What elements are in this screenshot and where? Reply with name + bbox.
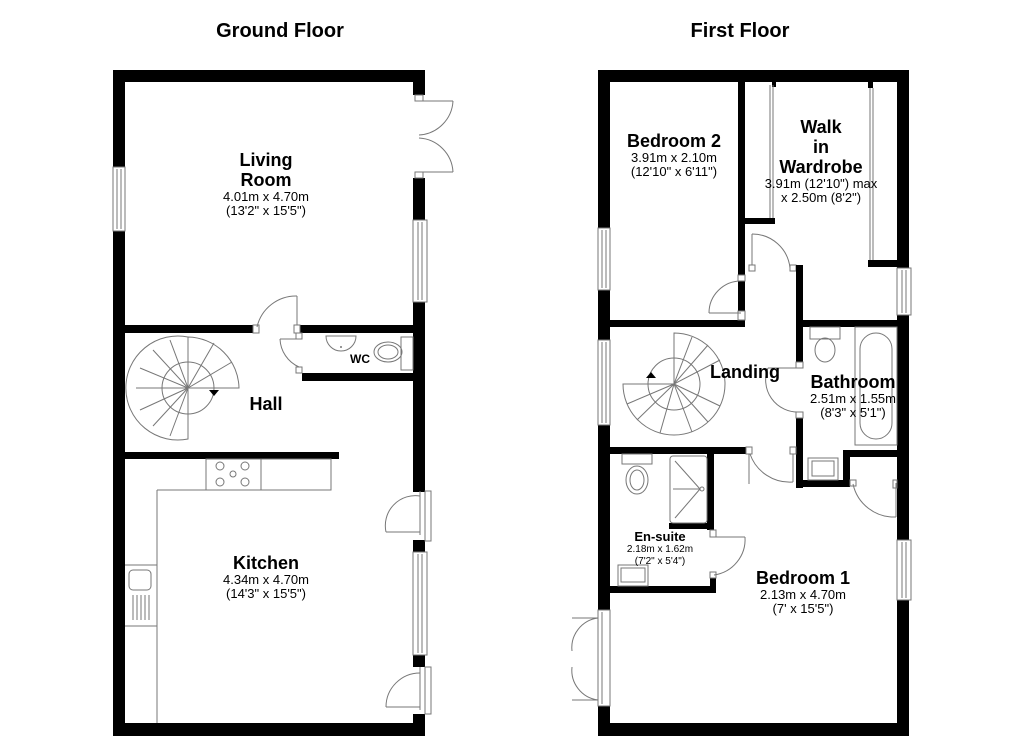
toilet-icon	[373, 336, 414, 371]
bath-icon	[854, 326, 898, 446]
door-icon	[279, 332, 303, 374]
window-icon	[896, 539, 912, 601]
french-door-icon	[414, 94, 454, 179]
kitchen-sink-icon	[125, 564, 157, 627]
room-label-bedroom-2: Bedroom 2 3.91m x 2.10m (12'10" x 6'11")	[626, 131, 722, 179]
room-label-kitchen: Kitchen 4.34m x 4.70m (14'3" x 15'5")	[223, 553, 309, 601]
shower-icon	[669, 455, 708, 524]
door-icon	[252, 295, 301, 334]
first-floor-plan	[571, 70, 912, 736]
wc-basin-icon	[325, 335, 357, 352]
first-floor-title: First Floor	[690, 20, 790, 42]
toilet-icon	[621, 453, 653, 495]
ground-floor-plan	[112, 70, 454, 736]
french-door-icon	[571, 609, 611, 707]
basin-icon	[807, 457, 839, 481]
door-icon	[709, 529, 746, 579]
room-label-walk-in-wardrobe: Walk in Wardrobe 3.91m (12'10") max x 2.…	[764, 117, 878, 205]
room-label-bedroom-1: Bedroom 1 2.13m x 4.70m (7' x 15'5")	[755, 568, 851, 616]
door-icon	[849, 479, 898, 518]
door-icon	[385, 666, 432, 715]
hob-icon	[215, 461, 250, 487]
room-label-living-room: Living Room 4.01m x 4.70m (13'2" x 15'5"…	[223, 150, 309, 218]
spiral-staircase-icon	[622, 332, 726, 436]
room-label-landing: Landing	[710, 362, 780, 382]
door-icon	[384, 490, 432, 542]
window-icon	[112, 166, 126, 232]
door-icon	[765, 361, 804, 419]
door-icon	[748, 233, 797, 272]
toilet-icon	[809, 326, 841, 363]
door-icon	[748, 453, 794, 484]
ground-floor-title: Ground Floor	[216, 20, 344, 42]
room-label-wc: WC	[350, 352, 370, 366]
room-label-hall: Hall	[249, 394, 283, 414]
window-icon	[412, 219, 428, 303]
kitchen-worktop	[156, 458, 332, 723]
window-icon	[896, 267, 912, 316]
window-icon	[597, 339, 611, 426]
basin-icon	[617, 564, 649, 587]
door-icon	[708, 280, 742, 314]
room-label-en-suite: En-suite 2.18m x 1.62m (7'2" x 5'4")	[626, 529, 694, 567]
window-icon	[597, 227, 611, 291]
spiral-staircase-icon	[125, 335, 240, 441]
window-icon	[412, 551, 428, 656]
room-label-bathroom: Bathroom 2.51m x 1.55m (8'3" x 5'1")	[810, 372, 896, 420]
